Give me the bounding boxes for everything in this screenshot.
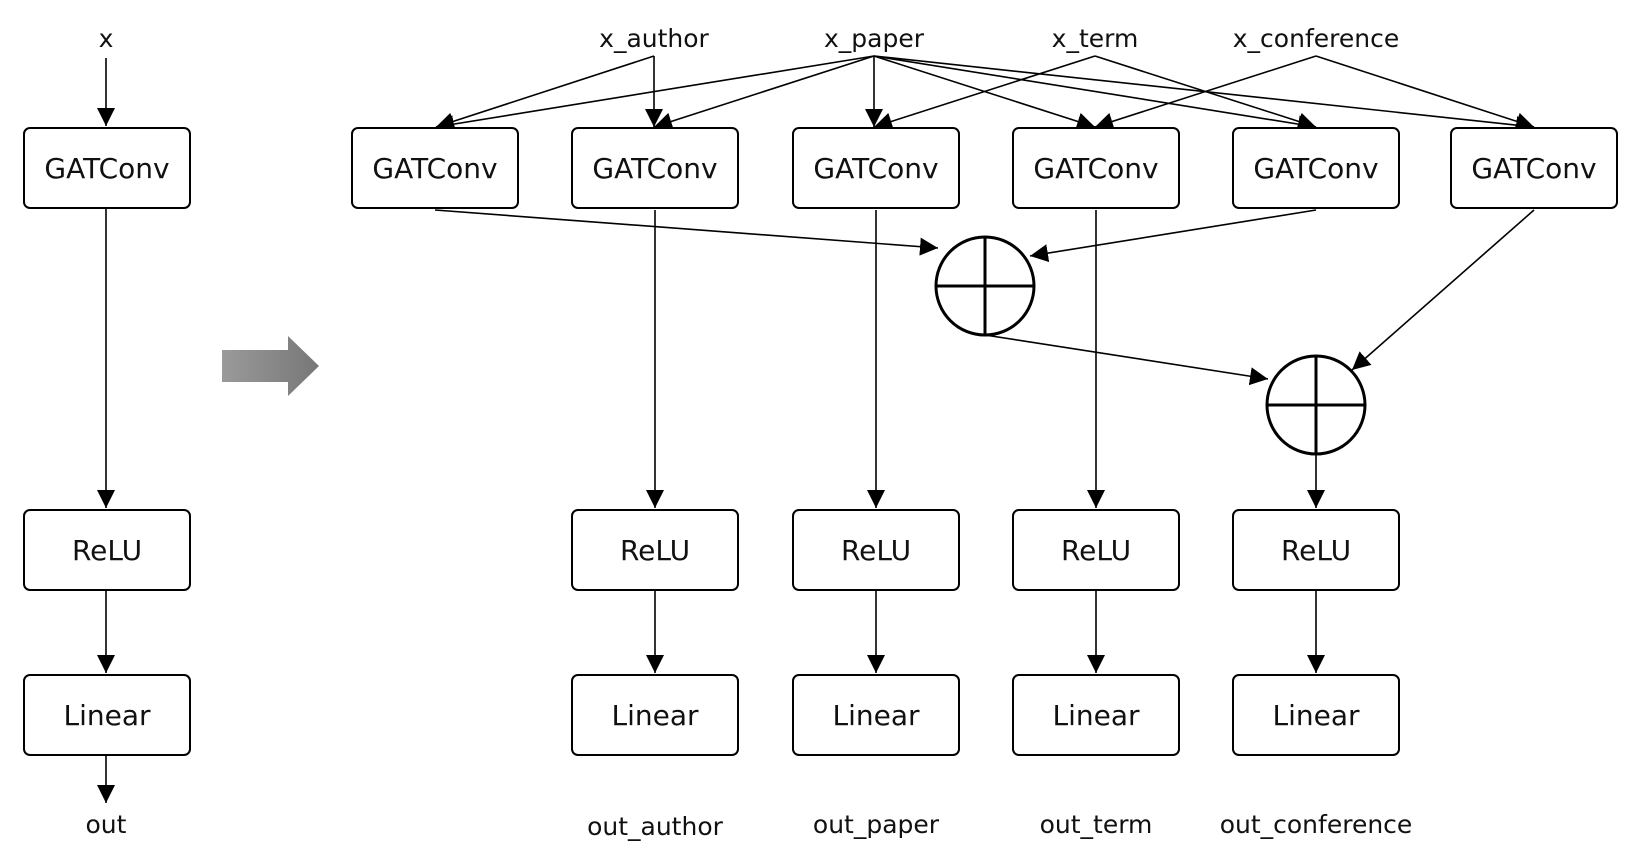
gatconv-label: GATConv <box>372 152 497 185</box>
gatconv-row: GATConv GATConv GATConv GATConv GATConv … <box>351 127 1618 209</box>
gatconv-label: GATConv <box>813 152 938 185</box>
linear-label: Linear <box>1272 699 1360 732</box>
gatconv-label: GATConv <box>1033 152 1158 185</box>
linear-box: Linear <box>23 674 191 756</box>
aggregation-edges <box>434 209 1535 508</box>
input-edges <box>435 55 1535 135</box>
relu-box-author: ReLU <box>571 509 739 591</box>
input-x-label: x <box>99 24 114 53</box>
linear-label: Linear <box>832 699 920 732</box>
relu-label: ReLU <box>841 534 911 567</box>
output-conference-label: out_conference <box>1220 810 1413 839</box>
sum-circle-icon <box>934 235 1036 337</box>
relu-box-paper: ReLU <box>792 509 960 591</box>
relu-label: ReLU <box>1061 534 1131 567</box>
linear-row: Linear Linear Linear Linear <box>571 674 1400 756</box>
gatconv-box-3: GATConv <box>792 127 960 209</box>
relu-box-term: ReLU <box>1012 509 1180 591</box>
output-term-label: out_term <box>1040 810 1153 839</box>
relu-label: ReLU <box>620 534 690 567</box>
gatconv-box-1: GATConv <box>351 127 519 209</box>
output-author-label: out_author <box>587 812 724 841</box>
relu-box-conference: ReLU <box>1232 509 1400 591</box>
left-model: x GATConv ReLU Linear out <box>23 24 191 839</box>
sum-circle-icon <box>1265 354 1367 456</box>
output-paper-label: out_paper <box>813 810 940 839</box>
relu-row: ReLU ReLU ReLU ReLU <box>571 509 1400 591</box>
output-out-label: out <box>86 810 127 839</box>
gatconv-box-5: GATConv <box>1232 127 1400 209</box>
linear-box-term: Linear <box>1012 674 1180 756</box>
linear-box-conference: Linear <box>1232 674 1400 756</box>
hetero-model: x_author x_paper x_term x_conference GAT… <box>351 24 1618 841</box>
right-arrow-icon <box>222 336 319 396</box>
gatconv-to-relu-edges <box>646 210 1105 508</box>
gatconv-box-4: GATConv <box>1012 127 1180 209</box>
linear-label: Linear <box>611 699 699 732</box>
linear-box-author: Linear <box>571 674 739 756</box>
gatconv-label: GATConv <box>1253 152 1378 185</box>
relu-to-linear-edges <box>646 590 1325 673</box>
input-x-author-label: x_author <box>599 24 709 53</box>
gatconv-label: GATConv <box>44 152 169 185</box>
linear-box-paper: Linear <box>792 674 960 756</box>
gatconv-box-2: GATConv <box>571 127 739 209</box>
linear-label: Linear <box>1052 699 1140 732</box>
gatconv-box-6: GATConv <box>1450 127 1618 209</box>
input-x-paper-label: x_paper <box>824 24 925 53</box>
gatconv-box: GATConv <box>23 127 191 209</box>
relu-label: ReLU <box>1281 534 1351 567</box>
gatconv-label: GATConv <box>592 152 717 185</box>
relu-label: ReLU <box>72 534 142 567</box>
linear-label: Linear <box>63 699 151 732</box>
relu-box: ReLU <box>23 509 191 591</box>
input-x-conference-label: x_conference <box>1233 24 1399 53</box>
input-x-term-label: x_term <box>1052 24 1139 53</box>
gatconv-label: GATConv <box>1471 152 1596 185</box>
